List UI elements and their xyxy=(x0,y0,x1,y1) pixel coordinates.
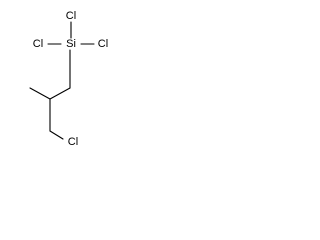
atom-label-cl-left: Cl xyxy=(33,38,43,50)
bond-ch-methyl xyxy=(29,87,51,100)
bond-ch2-cl xyxy=(49,130,64,140)
atom-label-cl-top: Cl xyxy=(66,10,76,22)
atom-label-cl-right: Cl xyxy=(98,38,108,50)
chemical-structure-diagram: Cl Cl Si Cl Cl xyxy=(29,10,108,148)
atom-label-cl-bottom: Cl xyxy=(68,136,78,148)
bond-ch2-ch xyxy=(49,87,71,100)
atom-label-si: Si xyxy=(66,38,76,50)
